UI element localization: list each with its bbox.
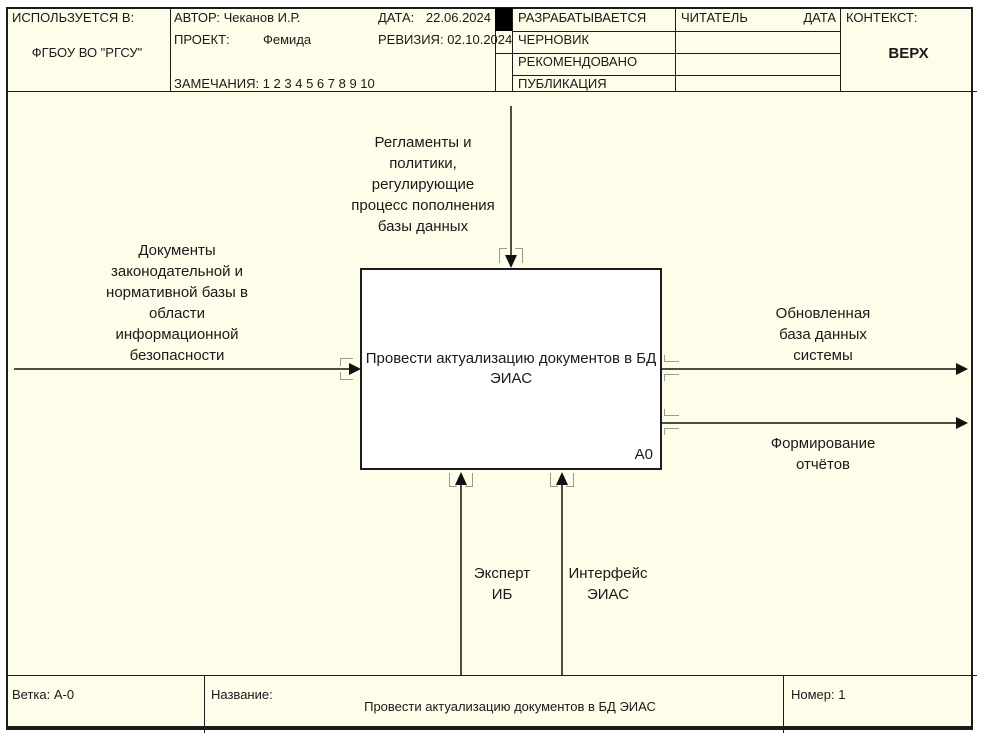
header-divider-reader [675,7,676,91]
used-in-label: ИСПОЛЬЗУЕТСЯ В: [12,10,135,25]
output2-bracket-bottom [664,428,679,435]
output1-bracket-top [664,355,679,362]
output-label-2[interactable]: Формирование отчётов [770,435,876,473]
reader-label: ЧИТАТЕЛЬ [681,10,748,25]
input-arrowhead-icon [349,363,361,375]
input-bracket-bottom [340,372,353,380]
date-value: 22.06.2024 [425,10,491,25]
mech1-bracket-right [465,473,473,487]
number-row: Номер: 1 [791,687,846,703]
status-row-draft: ЧЕРНОВИК [518,32,590,47]
author-label: АВТОР: [174,10,220,25]
mech2-bracket-left [550,473,558,487]
input-arrow[interactable] [14,368,350,370]
mechanism-label-2[interactable]: Интерфейс ЭИАС [568,565,648,603]
output-arrow-1[interactable] [662,368,958,370]
working-marker-square [495,8,512,31]
number-label: Номер: [791,687,835,702]
footer-divider-1 [204,675,205,733]
control-bracket-right [515,248,523,263]
control-arrowhead-icon [505,255,517,268]
author-row: АВТОР: Чеканов И.Р. [174,10,300,26]
revision-label: РЕВИЗИЯ: [378,32,444,47]
activity-box[interactable]: Провести актуализацию документов в БД ЭИ… [360,268,662,470]
status-row-developing: РАЗРАБАТЫВАЕТСЯ [518,10,647,25]
input-label[interactable]: Документы законодательной и нормативной … [106,242,248,364]
control-bracket-left [499,248,507,263]
mechanism-arrow-2[interactable] [561,485,563,675]
activity-box-title: Провести актуализацию документов в БД ЭИ… [365,350,657,387]
status-row-line-2 [495,53,840,54]
author-value: Чеканов И.Р. [223,10,301,25]
output1-bracket-bottom [664,374,679,381]
context-label: КОНТЕКСТ: [846,10,918,25]
revision-value: 02.10.2024 [447,32,513,47]
status-row-publication: ПУБЛИКАЦИЯ [518,76,607,91]
date-row: ДАТА: 22.06.2024 [378,10,491,26]
reader-date-label: ДАТА [803,10,836,25]
output-arrowhead-2-icon [956,417,968,429]
mechanism-arrowhead-1-icon [455,472,467,485]
header-bottom-line [6,91,977,92]
notes-row: ЗАМЕЧАНИЯ: 1 2 3 4 5 6 7 8 9 10 [174,76,375,92]
activity-box-code: A0 [634,446,653,463]
context-value: ВЕРХ [888,45,929,62]
revision-row: РЕВИЗИЯ: 02.10.2024 [378,32,512,48]
header-divider-3 [512,7,513,91]
number-value: 1 [838,687,846,702]
mechanism-label-1[interactable]: Эксперт ИБ [473,565,531,603]
control-label[interactable]: Регламенты и политики, регулирующие проц… [351,134,495,235]
output-arrowhead-1-icon [956,363,968,375]
status-row-line-3 [512,75,840,76]
notes-value: 1 2 3 4 5 6 7 8 9 10 [262,76,375,91]
title-value: Провести актуализацию документов в БД ЭИ… [364,699,656,714]
branch-label: Ветка: [12,687,51,702]
project-value: Фемида [263,32,312,47]
footer-divider-2 [783,675,784,733]
project-label: ПРОЕКТ: [174,32,230,47]
header-divider-1 [170,7,171,91]
status-row-recommended: РЕКОМЕНДОВАНО [518,54,638,69]
status-row-line-1 [512,31,840,32]
output-label-1[interactable]: Обновленная база данных системы [775,305,871,364]
mechanism-arrow-1[interactable] [460,485,462,675]
output-arrow-2[interactable] [662,422,958,424]
header-divider-context [840,7,841,91]
footer-top-line [6,675,977,676]
branch-row: Ветка: A-0 [12,687,74,703]
branch-value: A-0 [53,687,75,702]
input-bracket-top [340,358,353,366]
control-arrow[interactable] [510,106,512,256]
mechanism-arrowhead-2-icon [556,472,568,485]
notes-label: ЗАМЕЧАНИЯ: [174,76,260,91]
title-label: Название: [211,687,273,702]
date-label: ДАТА: [378,10,415,25]
output2-bracket-top [664,409,679,416]
mech1-bracket-left [449,473,457,487]
mech2-bracket-right [566,473,574,487]
header-divider-2 [495,7,496,91]
used-in-value: ФГБОУ ВО "РГСУ" [31,45,143,60]
